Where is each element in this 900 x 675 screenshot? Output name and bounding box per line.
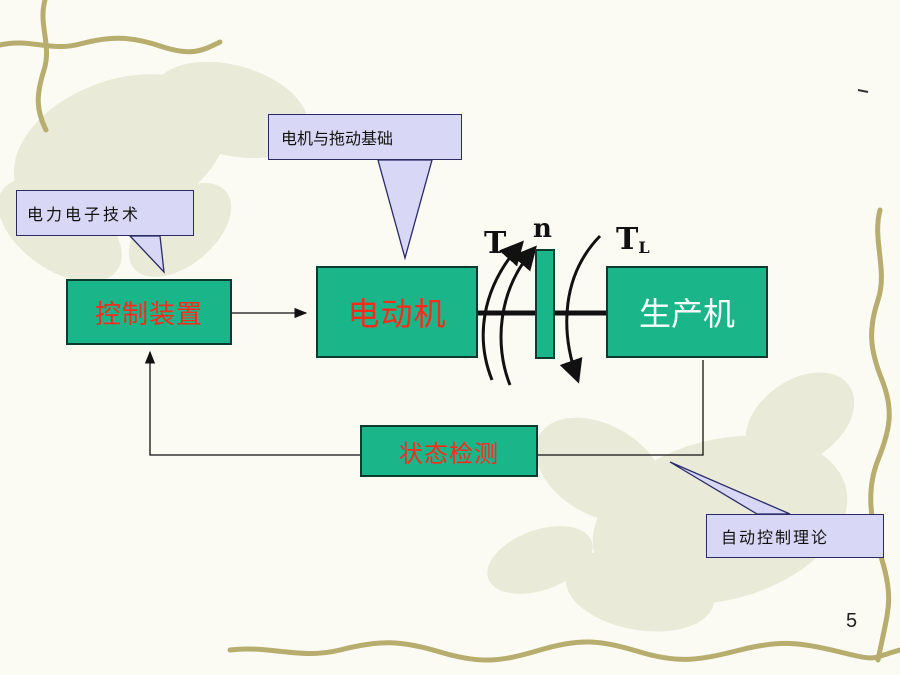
callout-power-electronics: 电力电子技术 [16,190,194,236]
state-detection-label: 状态检测 [399,439,499,468]
controller-block: 控制装置 [66,279,232,345]
production-machine-block: 生产机 [606,266,768,358]
speed-symbol: n [533,214,552,244]
load-torque-subscript: L [638,238,650,257]
callout-power-electronics-text: 电力电子技术 [27,205,142,224]
callout-auto-control-text: 自动控制理论 [721,528,830,547]
callout-motor-drive: 电机与拖动基础 [268,114,462,160]
speed-label: n [533,214,552,244]
motor-block: 电动机 [316,266,478,358]
rotor-shaft-block [535,249,555,359]
callout-auto-control: 自动控制理论 [706,514,884,558]
torque-label: T [484,226,506,261]
load-torque-label: TL [616,222,650,257]
page-number: 5 [846,610,858,632]
callout-motor-drive-text: 电机与拖动基础 [281,129,394,148]
controller-label: 控制装置 [94,299,203,330]
motor-label: 电动机 [347,295,447,333]
load-torque-symbol: T [616,222,639,257]
production-machine-label: 生产机 [638,295,735,333]
state-detection-block: 状态检测 [360,425,538,477]
torque-symbol: T [484,226,507,261]
